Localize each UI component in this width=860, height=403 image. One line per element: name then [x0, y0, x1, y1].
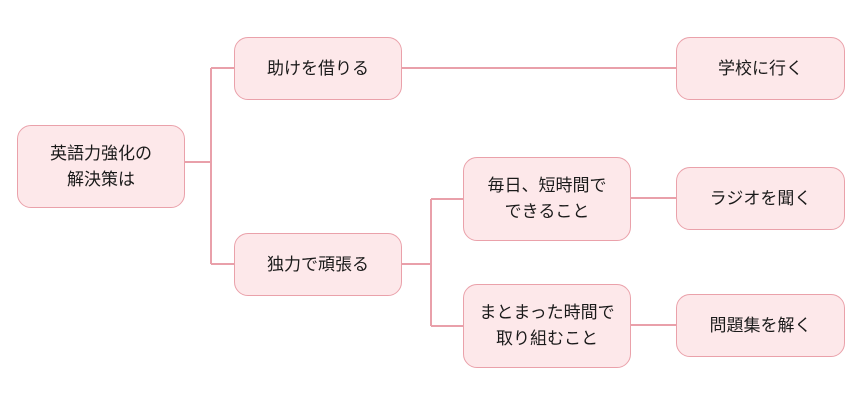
node-block: まとまった時間で 取り組むこと [463, 284, 631, 368]
node-help: 助けを借りる [234, 37, 402, 100]
edge-root-branches [185, 67, 234, 265]
edge-self-branches [402, 198, 463, 327]
root-node: 英語力強化の 解決策は [17, 125, 185, 208]
node-radio: ラジオを聞く [676, 167, 845, 230]
node-daily: 毎日、短時間で できること [463, 157, 631, 241]
node-self: 独力で頑張る [234, 233, 402, 296]
node-school: 学校に行く [676, 37, 845, 100]
node-book: 問題集を解く [676, 294, 845, 357]
